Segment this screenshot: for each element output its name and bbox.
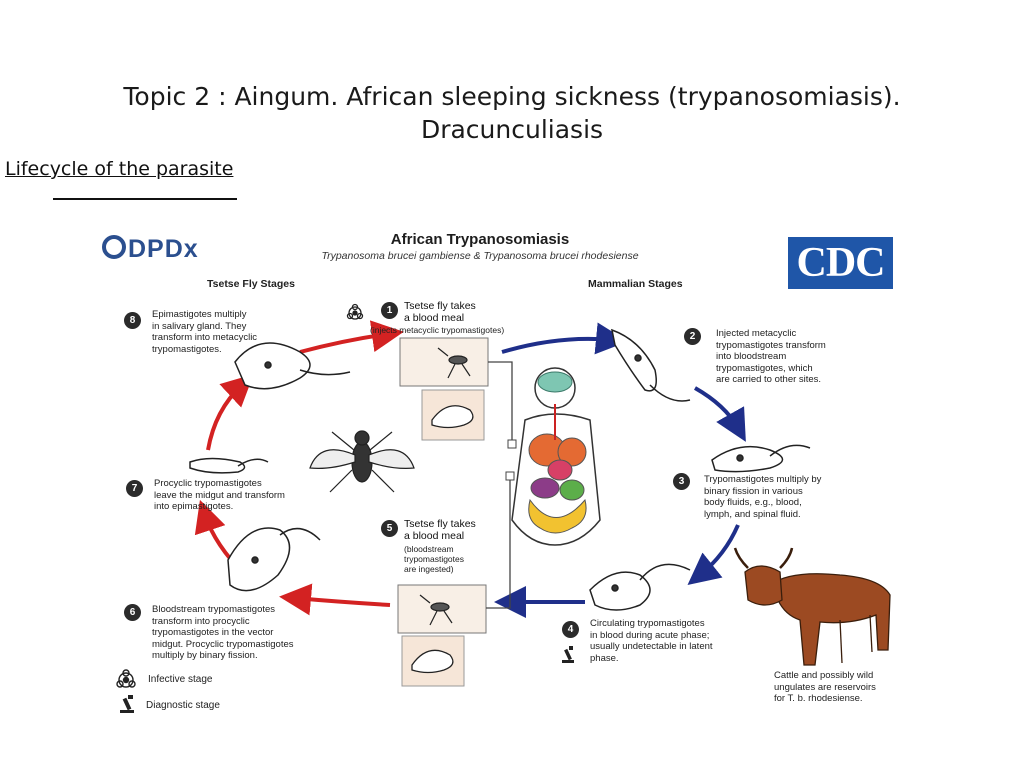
- connector-to-body-1: [488, 361, 513, 445]
- step-8-text: Epimastigotes multiply in salivary gland…: [152, 309, 258, 355]
- step-3-number: 3: [673, 473, 690, 490]
- reservoir-note: Cattle and possibly wild ungulates are r…: [774, 670, 876, 704]
- slide-title-line1: Topic 2 : Aingum. African sleeping sickn…: [123, 82, 901, 111]
- parasite-stage-2: [611, 328, 691, 402]
- parasite-stage-3: [711, 444, 811, 473]
- parasite-stage-7: [189, 457, 269, 474]
- dpdx-logo-text: DPDx: [128, 235, 199, 263]
- mammal-stages-label: Mammalian Stages: [588, 278, 683, 290]
- parasite-stage-4: [589, 563, 691, 611]
- panel-fly-feeding-1: [399, 337, 489, 387]
- slide-title: Topic 2 : Aingum. African sleeping sickn…: [0, 80, 1024, 146]
- dpdx-ring-icon: [102, 235, 126, 259]
- legend-infective: Infective stage: [148, 674, 213, 685]
- slide-subtitle: Lifecycle of the parasite: [5, 158, 234, 180]
- slide-title-line2: Dracunculiasis: [420, 115, 604, 144]
- step-5-note: (bloodstream trypomastigotes are ingeste…: [404, 544, 464, 574]
- mini-fly-1: [437, 347, 471, 379]
- subtitle-underline-bar: [53, 198, 237, 200]
- figure-title: African Trypanosomiasis: [390, 231, 570, 248]
- step-1-text: Tsetse fly takes a blood meal: [404, 300, 476, 324]
- connector-to-body-5: [486, 478, 511, 609]
- step-7-number: 7: [126, 480, 143, 497]
- step-4-number: 4: [562, 621, 579, 638]
- step-1-note: (injects metacyclic trypomastigotes): [370, 325, 505, 335]
- step-1-number: 1: [381, 302, 398, 319]
- step-4-text: Circulating trypomastigotes in blood dur…: [590, 618, 713, 664]
- step-2-number: 2: [684, 328, 701, 345]
- tsetse-fly-central: [309, 430, 415, 493]
- fly-stages-label: Tsetse Fly Stages: [207, 278, 295, 290]
- arrow-3-to-4: [687, 524, 740, 585]
- organs: [528, 404, 587, 534]
- arrow-2-to-3: [694, 386, 746, 442]
- parasite-stage-8: [234, 342, 351, 390]
- step-7-text: Procyclic trypomastigotes leave the midg…: [154, 478, 285, 512]
- step-8-number: 8: [124, 312, 141, 329]
- step-3-text: Trypomastigotes multiply by binary fissi…: [704, 474, 822, 520]
- step-6-number: 6: [124, 604, 141, 621]
- arrow-1-to-2: [501, 322, 628, 355]
- microscope-icon: [120, 695, 134, 713]
- arrow-8-to-1: [299, 320, 404, 354]
- arrow-7-to-8: [206, 374, 254, 451]
- cattle-illustration: [733, 547, 891, 666]
- step-6-text: Bloodstream trypomastigotes transform in…: [152, 604, 294, 661]
- parasite-stage-6: [227, 527, 321, 592]
- cdc-logo: CDC: [788, 237, 893, 289]
- biohazard-icon-step1: [346, 303, 364, 320]
- parasite-panel-5: [411, 649, 454, 674]
- microscope-icon-step4: [562, 646, 574, 663]
- dpdx-logo: DPDx: [102, 235, 199, 264]
- step-5-text: Tsetse fly takes a blood meal: [404, 518, 476, 542]
- parasite-panel-1: [431, 405, 474, 429]
- arrow-5-to-6: [279, 583, 391, 616]
- step-2-text: Injected metacyclic trypomastigotes tran…: [716, 328, 826, 385]
- biohazard-icon: [116, 669, 136, 688]
- figure-subtitle: Trypanosoma brucei gambiense & Trypanoso…: [321, 250, 639, 262]
- step-5-number: 5: [381, 520, 398, 537]
- legend-diagnostic: Diagnostic stage: [146, 700, 220, 711]
- brain: [537, 371, 573, 393]
- mini-fly-5: [419, 594, 453, 626]
